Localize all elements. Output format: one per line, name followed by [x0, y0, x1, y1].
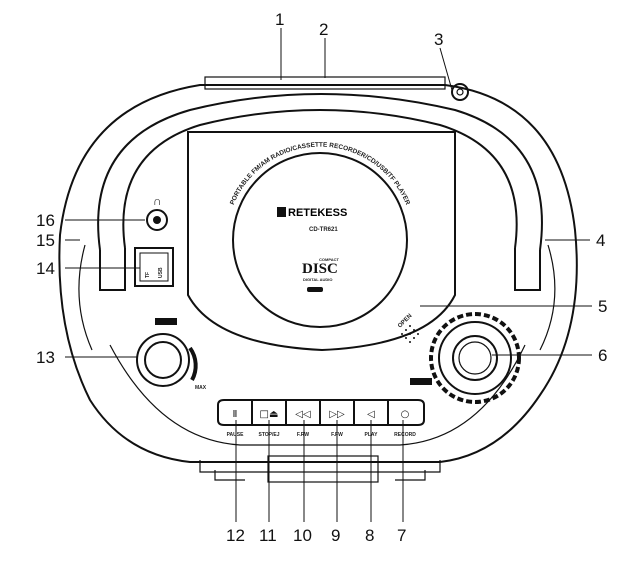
- open-area[interactable]: OPEN: [397, 313, 419, 343]
- callout-6: 6: [598, 346, 607, 365]
- tf-label: TF: [145, 272, 151, 278]
- button-pause[interactable]: Ⅱ PAUSE: [227, 409, 245, 438]
- brand-logo: RETEKESS CD-TR621: [277, 207, 347, 233]
- button-symbol-icon: ◁◁: [295, 409, 311, 420]
- button-symbol-icon: Ⅱ: [233, 409, 238, 420]
- carry-handle[interactable]: [97, 76, 543, 291]
- callout-13: 13: [36, 348, 55, 367]
- headphone-jack[interactable]: ∩: [146, 194, 168, 231]
- callout-9: 9: [331, 526, 340, 545]
- volume-knob[interactable]: MAX: [136, 318, 207, 391]
- disc-sub-1: COMPACT: [319, 257, 339, 262]
- callout-7: 7: [397, 526, 406, 545]
- usb-tf-ports[interactable]: TF USB: [134, 247, 174, 287]
- open-dots-icon: [401, 325, 419, 343]
- callout-3: 3: [434, 30, 443, 49]
- usb-label: USB: [158, 267, 164, 278]
- max-label: MAX: [195, 385, 207, 391]
- callout-8: 8: [365, 526, 374, 545]
- callout-5: 5: [598, 297, 607, 316]
- button-symbol-icon: ○: [401, 409, 410, 420]
- button-symbol-icon: ◁: [367, 409, 375, 420]
- button-label: PAUSE: [227, 432, 245, 438]
- brand-text: RETEKESS: [288, 207, 347, 219]
- button-record[interactable]: ○ RECORD: [394, 409, 416, 438]
- disc-logo-text: DISC: [302, 261, 338, 277]
- open-label: OPEN: [397, 313, 413, 329]
- lid-arc-text: PORTABLE FM/AM RADIO/CASSETTE RECORDER/C…: [229, 142, 411, 207]
- band-indicator: [410, 378, 432, 385]
- callout-12: 12: [226, 526, 245, 545]
- button-symbol-icon: □⏏: [260, 409, 279, 420]
- callout-2: 2: [319, 20, 328, 39]
- callout-numbers: 1 2 3 4 5 6 7 8 9 10 11 12 13 14 15 16: [36, 10, 607, 545]
- mp3-badge-icon: [307, 287, 323, 292]
- callout-1: 1: [275, 10, 284, 29]
- button-label: F.RW: [297, 432, 309, 438]
- button-label: RECORD: [394, 432, 416, 438]
- button-f-rw[interactable]: ◁◁ F.RW: [295, 409, 311, 438]
- callout-14: 14: [36, 259, 55, 278]
- leader-lines: [65, 28, 592, 522]
- headphone-icon: ∩: [153, 194, 162, 208]
- transport-panel: [217, 399, 425, 426]
- callout-15: 15: [36, 231, 55, 250]
- volume-indicator: [155, 318, 177, 325]
- callout-11: 11: [259, 526, 277, 545]
- tuning-dial[interactable]: [410, 312, 521, 404]
- callout-16: 16: [36, 211, 55, 230]
- disc-logo: DISC COMPACT DIGITAL AUDIO: [302, 257, 339, 292]
- callout-10: 10: [293, 526, 312, 545]
- button-symbol-icon: ▷▷: [329, 409, 345, 420]
- cd-lid[interactable]: [187, 131, 456, 352]
- callout-4: 4: [596, 231, 605, 250]
- antenna[interactable]: [451, 83, 469, 101]
- model-text: CD-TR621: [309, 227, 338, 233]
- disc-sub-2: DIGITAL AUDIO: [303, 277, 332, 282]
